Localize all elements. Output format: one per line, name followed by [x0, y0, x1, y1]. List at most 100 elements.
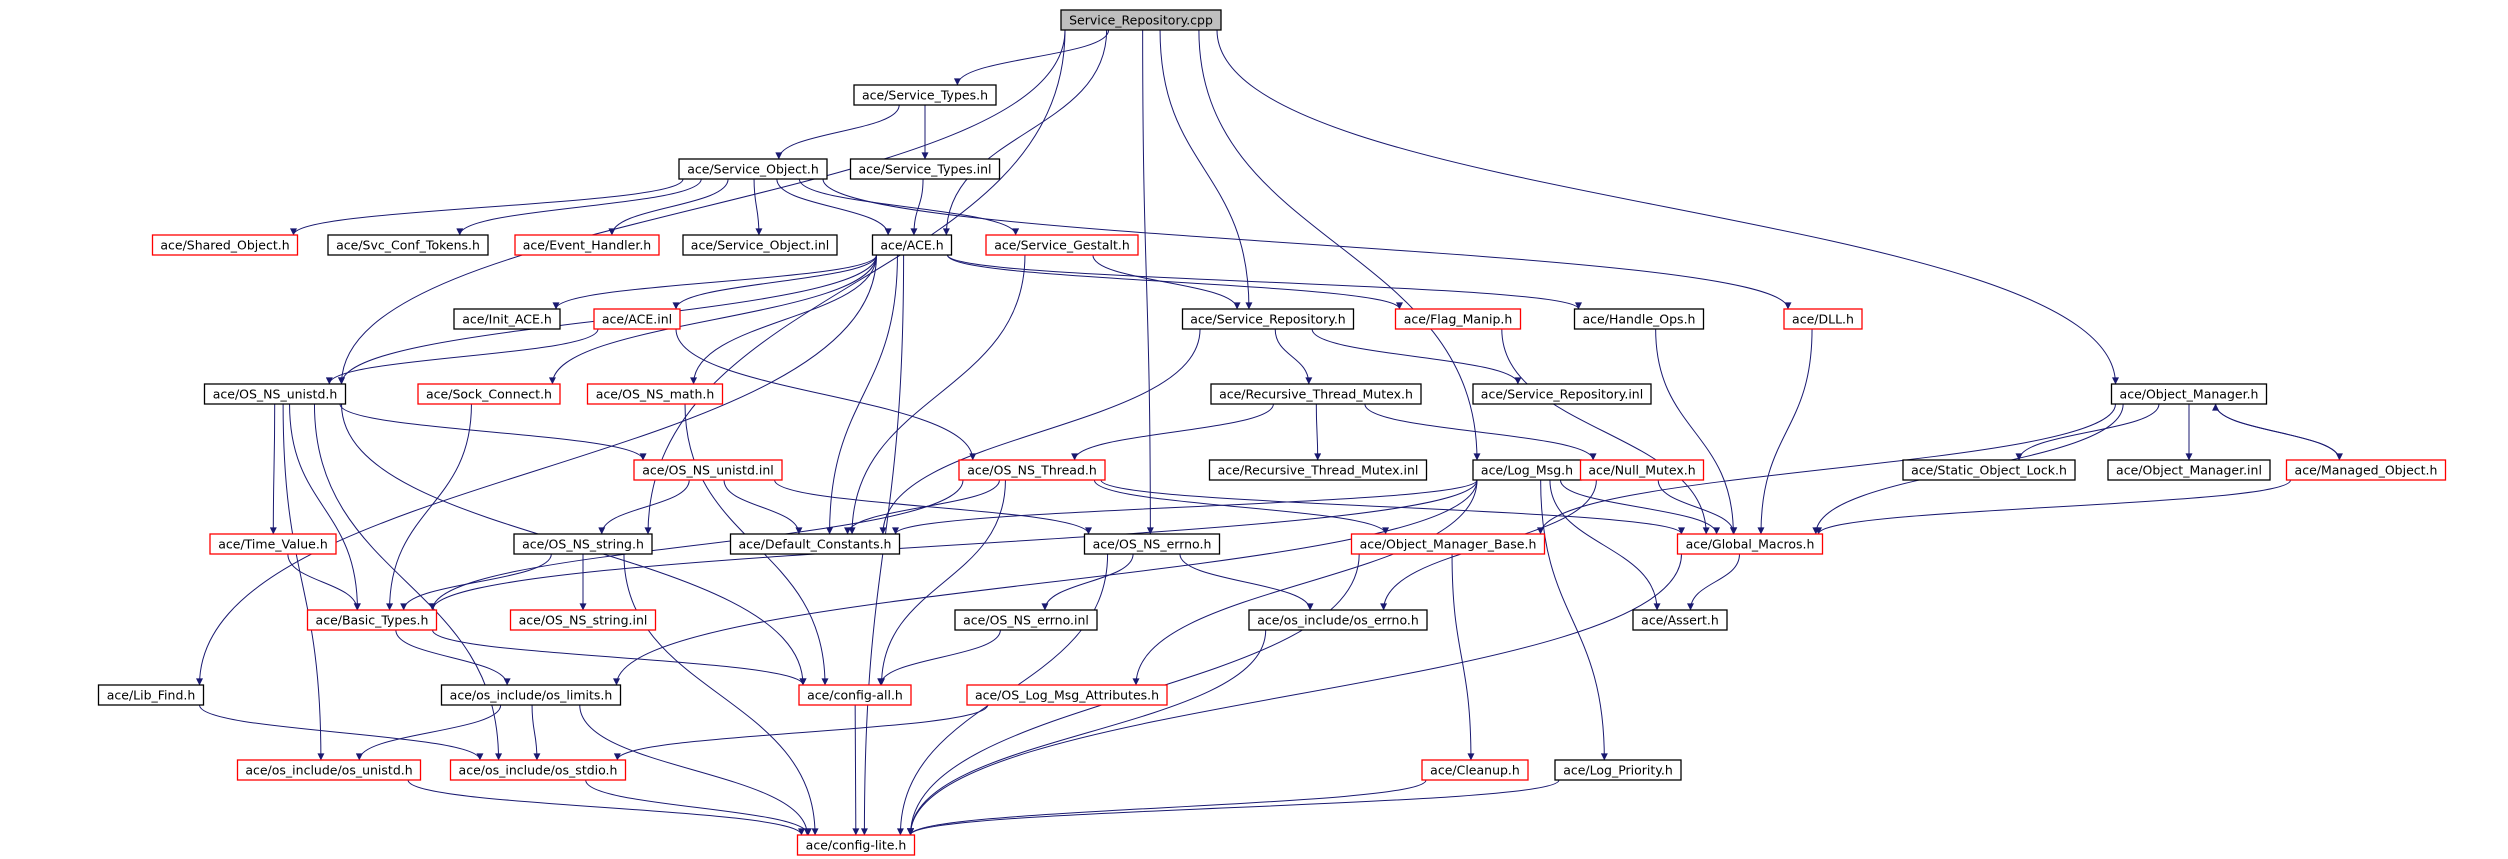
node-label: ace/Service_Repository.h — [1190, 312, 1345, 327]
node-logmsgattr[interactable]: ace/OS_Log_Msg_Attributes.h — [966, 684, 1168, 706]
edge-logmsg-to-defconst — [892, 479, 1478, 535]
node-label: ace/Service_Repository.inl — [1481, 387, 1643, 402]
node-label: ace/Log_Priority.h — [1563, 763, 1673, 778]
edge-svcobj-to-svcconf — [456, 178, 702, 236]
node-box — [729, 533, 901, 555]
edge-svcobj-to-sharedobj — [290, 178, 684, 236]
node-cleanup[interactable]: ace/Cleanup.h — [1421, 759, 1529, 781]
node-osthread[interactable]: ace/OS_NS_Thread.h — [958, 459, 1106, 481]
node-gestalt[interactable]: ace/Service_Gestalt.h — [985, 234, 1139, 256]
node-nullmutex[interactable]: ace/Null_Mutex.h — [1579, 459, 1705, 481]
node-configlite[interactable]: ace/config-lite.h — [796, 834, 916, 856]
edge-osthread-to-basictypes — [429, 479, 964, 611]
node-box — [513, 533, 653, 555]
node-defconst[interactable]: ace/Default_Constants.h — [729, 533, 901, 555]
node-box — [209, 533, 337, 555]
node-unistdinl[interactable]: ace/OS_NS_unistd.inl — [633, 459, 783, 481]
node-box — [236, 759, 422, 781]
node-svcconf[interactable]: ace/Svc_Conf_Tokens.h — [327, 234, 489, 256]
node-objmgr[interactable]: ace/Object_Manager.h — [2110, 383, 2268, 405]
node-logmsg[interactable]: ace/Log_Msg.h — [1472, 459, 1582, 481]
node-svcobj[interactable]: ace/Service_Object.h — [678, 158, 828, 180]
node-label: ace/Sock_Connect.h — [426, 387, 552, 402]
node-recmutex[interactable]: ace/Recursive_Thread_Mutex.h — [1210, 383, 1422, 405]
node-aceh[interactable]: ace/ACE.h — [871, 234, 953, 256]
node-recmutexinl[interactable]: ace/Recursive_Thread_Mutex.inl — [1208, 459, 1428, 481]
node-box — [327, 234, 489, 256]
node-evhandler[interactable]: ace/Event_Handler.h — [514, 234, 660, 256]
node-label: Service_Repository.cpp — [1069, 13, 1213, 28]
edge-root-to-logmsg — [1198, 29, 1481, 461]
node-svcrepo[interactable]: ace/Service_Repository.h — [1181, 308, 1355, 330]
node-objmgrbase[interactable]: ace/Object_Manager_Base.h — [1350, 533, 1546, 555]
node-svctypesinl[interactable]: ace/Service_Types.inl — [849, 158, 1001, 180]
node-objmgrinl[interactable]: ace/Object_Manager.inl — [2107, 459, 2271, 481]
edge-oserrnoinl-to-configall — [877, 629, 1001, 686]
node-osincstdio[interactable]: ace/os_include/os_stdio.h — [449, 759, 627, 781]
node-initace[interactable]: ace/Init_ACE.h — [453, 308, 561, 330]
node-assert[interactable]: ace/Assert.h — [1632, 609, 1728, 631]
node-label: ace/config-all.h — [807, 688, 903, 703]
node-oslimits[interactable]: ace/os_include/os_limits.h — [440, 684, 622, 706]
node-libfind[interactable]: ace/Lib_Find.h — [97, 684, 205, 706]
node-staticlock[interactable]: ace/Static_Object_Lock.h — [1902, 459, 2076, 481]
edge-handleops-to-globalmacros — [1655, 328, 1737, 535]
edge-managedobj-to-globalmacros — [1815, 479, 2291, 535]
node-box — [203, 383, 347, 405]
node-box — [849, 158, 1001, 180]
edge-root-to-aceh — [942, 29, 1108, 236]
node-flagmanip[interactable]: ace/Flag_Manip.h — [1394, 308, 1522, 330]
node-box — [1421, 759, 1529, 781]
node-dll[interactable]: ace/DLL.h — [1783, 308, 1863, 330]
node-box — [1573, 308, 1705, 330]
edge-unistd-to-osincstdio — [313, 403, 503, 761]
edge-flagmanip-to-globalmacros — [1501, 328, 1710, 535]
edge-osthread-to-configall — [878, 479, 1006, 686]
edge-objmgr-to-staticlock — [2015, 403, 2160, 461]
edge-dll-to-globalmacros — [1757, 328, 1813, 535]
node-svcrepoinl[interactable]: ace/Service_Repository.inl — [1472, 383, 1652, 405]
node-aceinl[interactable]: ace/ACE.inl — [593, 308, 681, 330]
node-label: ace/Handle_Ops.h — [1583, 312, 1696, 327]
node-basictypes[interactable]: ace/Basic_Types.h — [306, 609, 438, 631]
node-label: ace/Service_Object.inl — [691, 238, 829, 253]
node-logpriority[interactable]: ace/Log_Priority.h — [1554, 759, 1682, 781]
node-label: ace/ACE.inl — [602, 312, 672, 327]
edge-libfind-to-osincstdio — [199, 704, 484, 761]
node-timevalue[interactable]: ace/Time_Value.h — [209, 533, 337, 555]
node-label: ace/Svc_Conf_Tokens.h — [336, 238, 480, 253]
node-osstringinl[interactable]: ace/OS_NS_string.inl — [509, 609, 657, 631]
edge-osthread-to-defconst — [844, 479, 1000, 535]
edge-logmsg-to-logmsgattr — [1132, 479, 1478, 686]
node-globalmacros[interactable]: ace/Global_Macros.h — [1676, 533, 1824, 555]
node-svctypes[interactable]: ace/Service_Types.h — [853, 84, 997, 106]
node-box — [593, 308, 681, 330]
node-sockconnect[interactable]: ace/Sock_Connect.h — [417, 383, 561, 405]
node-oserrno[interactable]: ace/OS_NS_errno.h — [1083, 533, 1221, 555]
node-osstring[interactable]: ace/OS_NS_string.h — [513, 533, 653, 555]
edge-unistd-to-osincunistd — [282, 403, 325, 761]
node-svcobjinl[interactable]: ace/Service_Object.inl — [682, 234, 838, 256]
node-unistd[interactable]: ace/OS_NS_unistd.h — [203, 383, 347, 405]
edge-globalmacros-to-assert — [1687, 553, 1740, 611]
edge-objmgrbase-to-cleanup — [1451, 553, 1475, 761]
node-box — [2285, 459, 2447, 481]
node-box — [509, 609, 657, 631]
node-label: ace/OS_NS_errno.h — [1093, 537, 1212, 552]
node-label: ace/Event_Handler.h — [523, 238, 651, 253]
node-handleops[interactable]: ace/Handle_Ops.h — [1573, 308, 1705, 330]
node-box — [682, 234, 838, 256]
node-root[interactable]: Service_Repository.cpp — [1060, 9, 1222, 31]
node-configall[interactable]: ace/config-all.h — [798, 684, 912, 706]
node-osmath[interactable]: ace/OS_NS_math.h — [586, 383, 724, 405]
node-osincunistd[interactable]: ace/os_include/os_unistd.h — [236, 759, 422, 781]
node-oserrnoinl[interactable]: ace/OS_NS_errno.inl — [954, 609, 1098, 631]
node-managedobj[interactable]: ace/Managed_Object.h — [2285, 459, 2447, 481]
node-sharedobj[interactable]: ace/Shared_Object.h — [151, 234, 299, 256]
edge-svcrepo-to-recmutex — [1274, 328, 1313, 385]
edge-root-to-svcrepo — [1159, 29, 1253, 310]
node-box — [1060, 9, 1222, 31]
node-label: ace/Lib_Find.h — [107, 688, 196, 703]
node-box — [1208, 459, 1428, 481]
node-osincerrno[interactable]: ace/os_include/os_errno.h — [1248, 609, 1428, 631]
